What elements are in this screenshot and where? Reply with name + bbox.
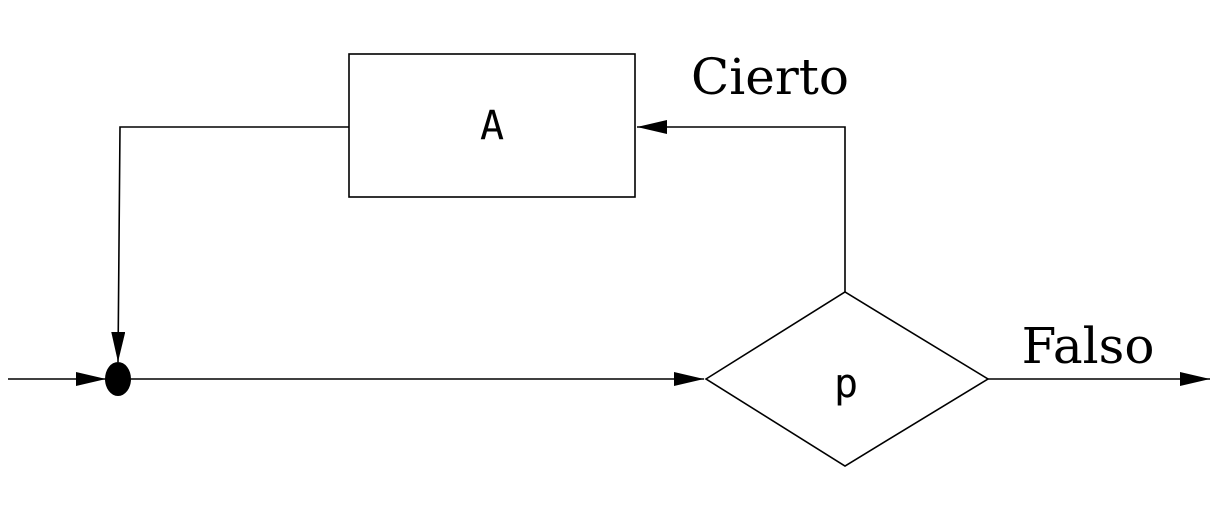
- true-label: Cierto: [691, 48, 849, 106]
- true-branch-arrow: [637, 120, 846, 292]
- false-label: Falso: [1022, 317, 1155, 375]
- decision-label: p: [834, 361, 858, 407]
- process-label: A: [480, 103, 504, 149]
- process-box: [348, 53, 636, 198]
- junction-node: [105, 362, 131, 396]
- loop-back-arrow: [111, 126, 349, 363]
